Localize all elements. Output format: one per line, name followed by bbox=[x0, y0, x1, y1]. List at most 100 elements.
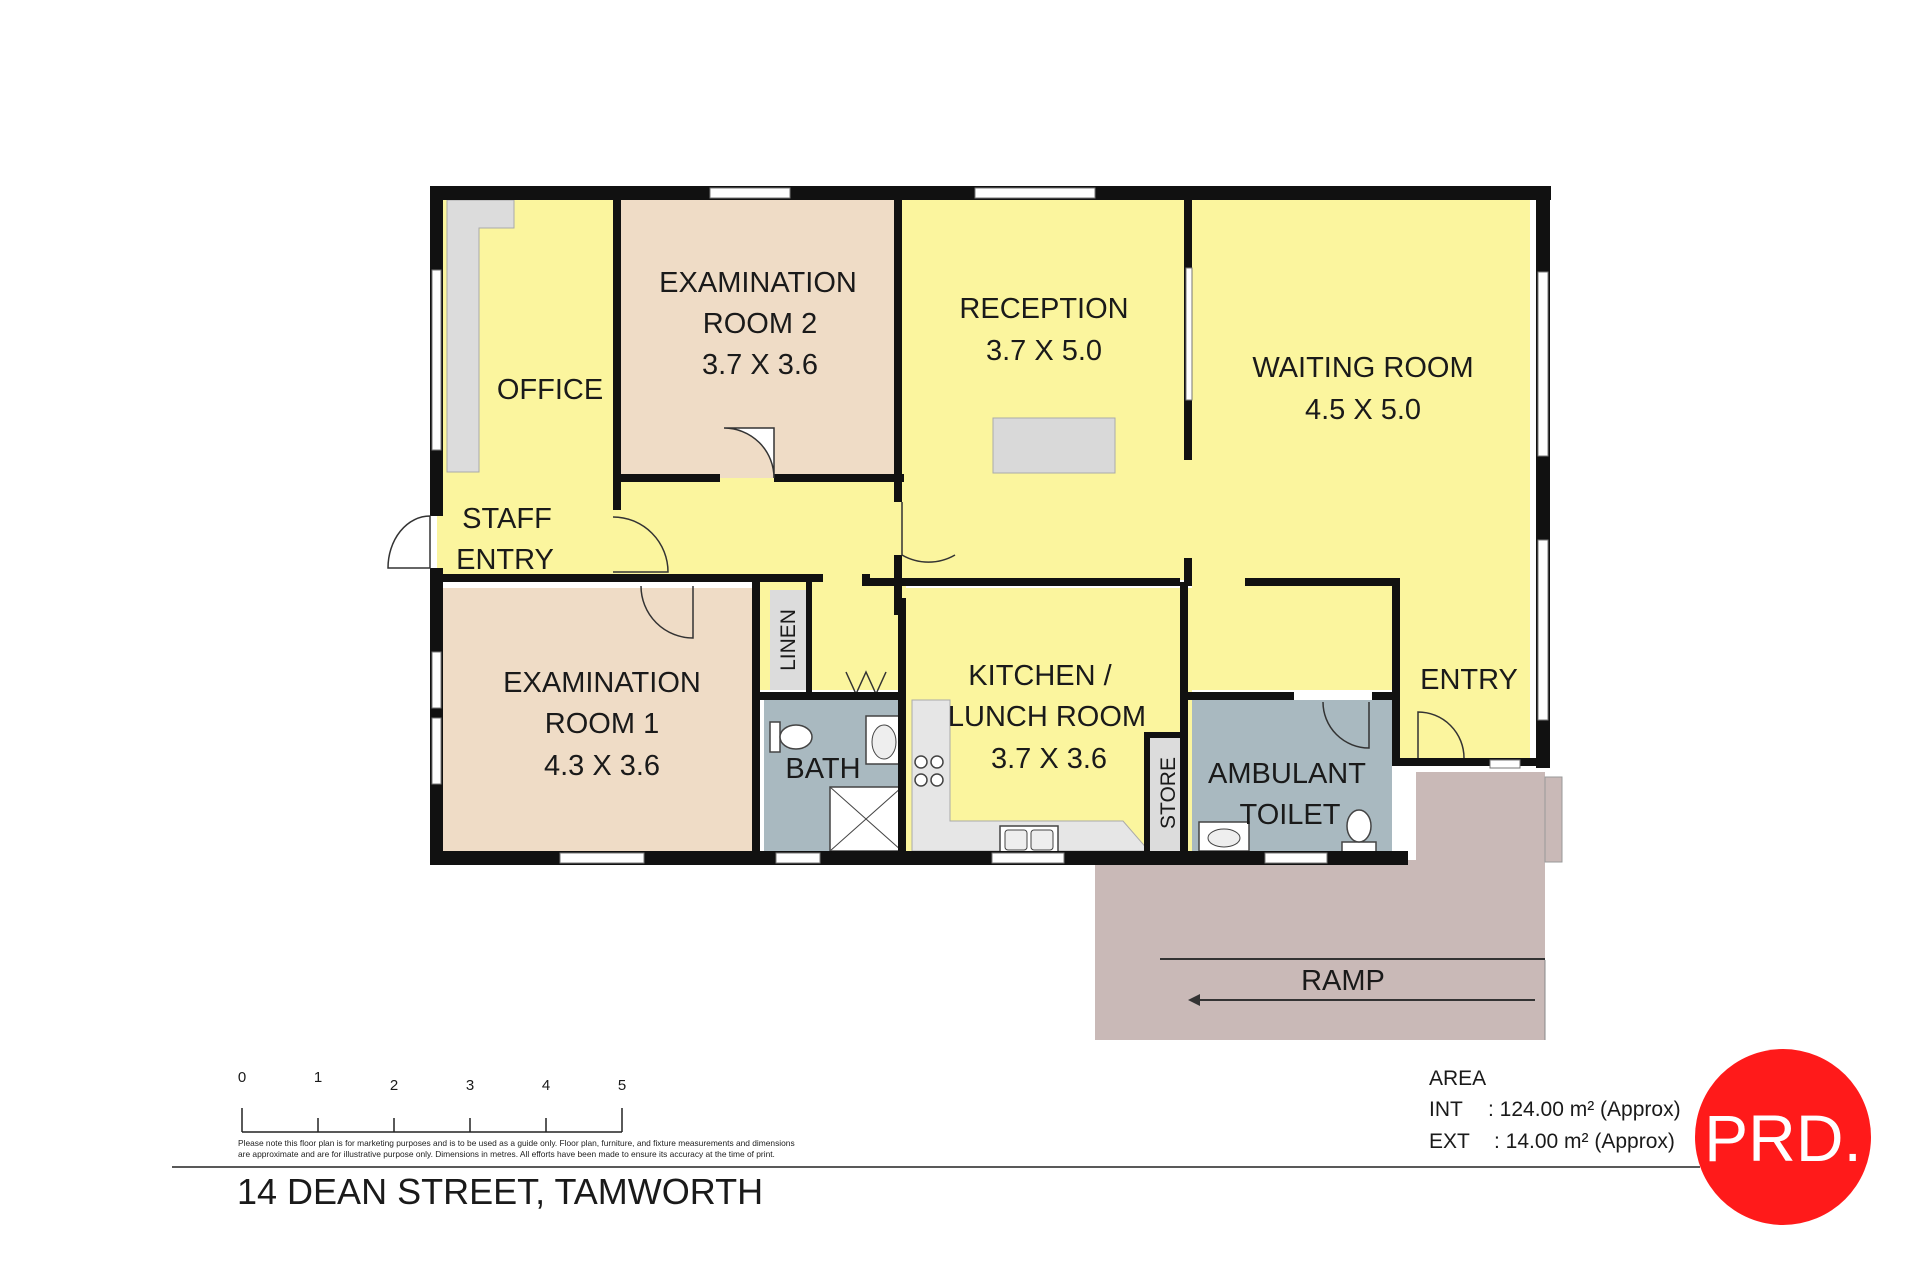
shower-icon bbox=[829, 786, 903, 852]
wall-reception-kitchen-stub bbox=[894, 555, 902, 615]
window bbox=[431, 717, 442, 785]
ramp-arrow-head bbox=[1188, 994, 1200, 1006]
wall-mid-exam1 bbox=[552, 574, 823, 582]
lobby-fill bbox=[1192, 580, 1392, 690]
exam2-door bbox=[723, 427, 775, 479]
ambulant-label-2: TOILET bbox=[1240, 799, 1341, 831]
wall-office-exam2 bbox=[613, 200, 621, 510]
staff-entry-label-1: STAFF bbox=[462, 503, 552, 535]
window bbox=[1489, 759, 1521, 769]
scale-label-0: 0 bbox=[238, 1069, 246, 1086]
reception-label-1: RECEPTION bbox=[959, 293, 1128, 325]
sink-icon bbox=[999, 825, 1059, 855]
kitchen-label-3: 3.7 X 3.6 bbox=[991, 743, 1107, 775]
wall-mid-left bbox=[437, 574, 552, 582]
ramp-fill bbox=[1095, 772, 1545, 1040]
ramp-label: RAMP bbox=[1301, 965, 1385, 997]
wall-bath-top bbox=[760, 692, 902, 700]
reception-label-2: 3.7 X 5.0 bbox=[986, 335, 1102, 367]
toilet-icon bbox=[769, 721, 813, 753]
store-label: STORE bbox=[1157, 757, 1180, 829]
wall-entry-divider bbox=[1392, 578, 1400, 760]
scale-label-5: 5 bbox=[618, 1077, 626, 1094]
prd-logo: PRD. bbox=[1695, 1049, 1871, 1225]
ambulant-label-1: AMBULANT bbox=[1208, 758, 1366, 790]
scale-label-4: 4 bbox=[542, 1077, 550, 1094]
wall-ambulant-top bbox=[1184, 692, 1294, 700]
store-fill bbox=[1149, 738, 1185, 851]
scale-label-1: 1 bbox=[314, 1069, 322, 1086]
wall-bottom bbox=[430, 851, 1408, 865]
window bbox=[431, 651, 442, 709]
window bbox=[1264, 852, 1328, 864]
disclaimer-line-2: are approximate and are for illustrative… bbox=[238, 1149, 775, 1159]
office-door bbox=[612, 516, 669, 573]
area-title: AREA bbox=[1429, 1067, 1486, 1090]
doors bbox=[387, 427, 1465, 759]
kitchen-label-1: KITCHEN / bbox=[968, 660, 1112, 692]
wall-exam1-bath bbox=[752, 582, 760, 852]
bifold-door bbox=[845, 670, 887, 696]
wall-exam2-bottom bbox=[613, 474, 720, 482]
window bbox=[431, 269, 442, 451]
reception-door bbox=[901, 502, 956, 563]
staff-entry-door bbox=[387, 515, 431, 569]
linen-fill bbox=[770, 590, 806, 690]
address-title: 14 DEAN STREET, TAMWORTH bbox=[237, 1171, 763, 1212]
area-int-value: : 124.00 m² (Approx) bbox=[1488, 1098, 1681, 1121]
wall-bath-kitchen bbox=[898, 598, 906, 851]
window bbox=[1185, 267, 1193, 401]
reception-fill bbox=[900, 200, 1192, 580]
room-fills bbox=[437, 200, 1530, 851]
room-labels: OFFICE STAFF ENTRY EXAMINATION ROOM 2 3.… bbox=[456, 267, 1518, 997]
waiting-label-1: WAITING ROOM bbox=[1252, 352, 1473, 384]
office-label: OFFICE bbox=[497, 374, 603, 406]
wall-left-lower bbox=[430, 568, 443, 859]
windows bbox=[431, 187, 1549, 864]
scale-ticks: 0 1 2 3 4 5 bbox=[238, 1069, 626, 1132]
window bbox=[709, 187, 791, 199]
scale-bar: 0 1 2 3 4 5 bbox=[238, 1069, 626, 1133]
exam1-fill bbox=[437, 588, 758, 851]
waiting-label-2: 4.5 X 5.0 bbox=[1305, 394, 1421, 426]
logo-text: PRD. bbox=[1704, 1101, 1862, 1175]
wall-kitchen-right bbox=[1180, 582, 1188, 852]
ambulant-basin-icon bbox=[1198, 821, 1250, 852]
exam1-label-1: EXAMINATION bbox=[503, 667, 701, 699]
wall-waiting-stub bbox=[1184, 558, 1192, 586]
window bbox=[991, 852, 1065, 864]
wall-store-left bbox=[1144, 732, 1150, 852]
scale-label-2: 2 bbox=[390, 1077, 398, 1094]
waiting-fill bbox=[1192, 200, 1530, 580]
logo-circle bbox=[1695, 1049, 1871, 1225]
staff-entry-label-2: ENTRY bbox=[456, 544, 554, 576]
wall-ambulant-top-r bbox=[1372, 692, 1398, 700]
entry-fill bbox=[1398, 580, 1530, 765]
disclaimer-line-1: Please note this floor plan is for marke… bbox=[238, 1138, 795, 1148]
scale-label-3: 3 bbox=[466, 1077, 474, 1094]
area-summary: AREA INT : 124.00 m² (Approx) EXT : 14.0… bbox=[1429, 1067, 1681, 1153]
wall-exam2-reception bbox=[894, 200, 902, 502]
linen-label: LINEN bbox=[777, 609, 800, 671]
area-int-label: INT bbox=[1429, 1098, 1463, 1121]
exam1-label-3: 4.3 X 3.6 bbox=[544, 750, 660, 782]
exam1-door bbox=[640, 585, 694, 639]
entry-label: ENTRY bbox=[1420, 664, 1518, 696]
exam2-label-1: EXAMINATION bbox=[659, 267, 857, 299]
cooktop-icon bbox=[914, 755, 944, 787]
ramp-side bbox=[1544, 776, 1563, 863]
window bbox=[775, 852, 821, 864]
wall-entry-bottom bbox=[1392, 758, 1550, 766]
reception-desk bbox=[992, 417, 1116, 474]
bath-label: BATH bbox=[785, 753, 860, 785]
exam1-label-2: ROOM 1 bbox=[545, 708, 659, 740]
basin-icon bbox=[865, 715, 903, 765]
wall-store-top bbox=[1144, 732, 1184, 738]
window bbox=[559, 852, 645, 864]
wall-exam2-bottom-r bbox=[774, 474, 904, 482]
window bbox=[1537, 539, 1549, 721]
exam2-label-2: ROOM 2 bbox=[703, 308, 817, 340]
ambulant-door bbox=[1322, 701, 1370, 749]
exam2-label-3: 3.7 X 3.6 bbox=[702, 349, 818, 381]
